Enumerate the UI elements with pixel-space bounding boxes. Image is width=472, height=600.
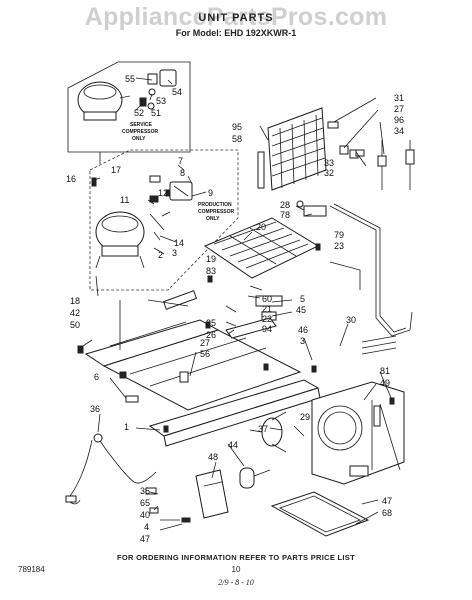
condenser-coil [257, 107, 327, 191]
label-26: 26 [206, 330, 216, 340]
label-54: 54 [172, 87, 182, 97]
fasteners [77, 177, 395, 523]
label-2: 2 [158, 250, 163, 260]
label-3: 3 [172, 248, 177, 258]
label-25: 25 [206, 318, 216, 328]
service-note-line1: SERVICE [130, 122, 153, 128]
production-note-line2: COMPRESSOR [198, 209, 235, 215]
label-55: 55 [125, 74, 135, 84]
label-12: 12 [158, 188, 168, 198]
model-line: For Model: EHD 192XKWR-1 [175, 28, 297, 38]
production-compressor [95, 211, 145, 269]
label-11: 11 [120, 195, 129, 205]
label-60: 60 [262, 294, 272, 304]
label-31: 31 [394, 93, 404, 103]
date-stamp: 2/9 - 8 - 10 [218, 578, 254, 587]
label-65: 65 [140, 498, 150, 508]
label-9: 9 [208, 188, 213, 198]
label-7: 7 [178, 156, 183, 166]
label-21: 21 [262, 304, 272, 314]
label-34: 34 [394, 126, 404, 136]
label-30: 30 [346, 315, 356, 325]
label-17: 17 [111, 165, 121, 175]
refrigerant-tubing [329, 140, 415, 355]
label-22: 22 [262, 314, 272, 324]
label-81: 81 [380, 366, 390, 376]
label-56: 56 [200, 349, 210, 359]
label-3-b: 3 [300, 336, 305, 346]
production-compressor-box: PRODUCTION COMPRESSOR ONLY [89, 149, 239, 291]
label-68: 68 [382, 508, 392, 518]
label-58: 58 [232, 134, 242, 144]
label-45: 45 [296, 305, 306, 315]
label-37: 37 [258, 424, 268, 434]
label-52: 52 [134, 108, 144, 118]
label-48: 48 [208, 452, 218, 462]
label-44: 44 [228, 440, 238, 450]
service-note-line3: ONLY [132, 136, 146, 142]
label-49: 49 [380, 378, 390, 388]
service-compressor [77, 81, 131, 121]
label-53: 53 [156, 96, 166, 106]
base-frame [84, 290, 321, 447]
label-23: 23 [334, 241, 344, 251]
service-note-line2: COMPRESSOR [122, 129, 159, 135]
document-number: 789184 [18, 565, 45, 574]
part-number-labels: 55 54 53 52 51 17 16 7 8 9 11 12 14 2 3 … [66, 74, 404, 544]
label-42: 42 [70, 308, 80, 318]
production-note-line3: ONLY [206, 216, 220, 222]
label-27: 27 [394, 104, 404, 114]
service-compressor-box: SERVICE COMPRESSOR ONLY [67, 61, 191, 153]
wire-harness [65, 433, 159, 514]
fan-blade-motor [195, 411, 287, 519]
label-40: 40 [140, 510, 150, 520]
label-28: 28 [280, 200, 290, 210]
page-title: UNIT PARTS [198, 12, 274, 24]
label-20: 20 [256, 222, 266, 232]
label-33: 33 [324, 158, 334, 168]
production-relay-parts [149, 175, 193, 241]
label-47-b: 47 [382, 496, 392, 506]
label-18: 18 [70, 296, 80, 306]
label-19: 19 [206, 254, 216, 264]
label-8: 8 [180, 168, 185, 178]
fan-shroud [311, 381, 405, 485]
label-4: 4 [144, 522, 149, 532]
label-27-b: 27 [200, 338, 210, 348]
drain-pan [270, 491, 370, 537]
label-14: 14 [174, 238, 184, 248]
label-95: 95 [232, 122, 242, 132]
label-50: 50 [70, 320, 80, 330]
label-78: 78 [280, 210, 290, 220]
label-32: 32 [324, 168, 334, 178]
production-note-line1: PRODUCTION [198, 202, 232, 208]
label-5: 5 [300, 294, 305, 304]
leader-lines [79, 77, 393, 531]
label-83: 83 [206, 266, 216, 276]
label-46: 46 [298, 325, 308, 335]
label-16: 16 [66, 174, 76, 184]
label-47-a: 47 [140, 534, 150, 544]
label-96: 96 [394, 115, 404, 125]
page-number: 10 [231, 565, 241, 574]
ordering-info-footer: FOR ORDERING INFORMATION REFER TO PARTS … [117, 553, 355, 562]
label-94: 94 [262, 324, 272, 334]
watermark: AppliancePartsPros.com [84, 3, 388, 31]
label-79: 79 [334, 230, 344, 240]
label-36: 36 [90, 404, 100, 414]
top-right-small-parts [296, 121, 365, 217]
label-29: 29 [300, 412, 310, 422]
label-35: 35 [140, 486, 150, 496]
label-1: 1 [124, 422, 129, 432]
label-6: 6 [94, 372, 99, 382]
label-51: 51 [151, 108, 161, 118]
service-relay-parts [139, 69, 177, 110]
